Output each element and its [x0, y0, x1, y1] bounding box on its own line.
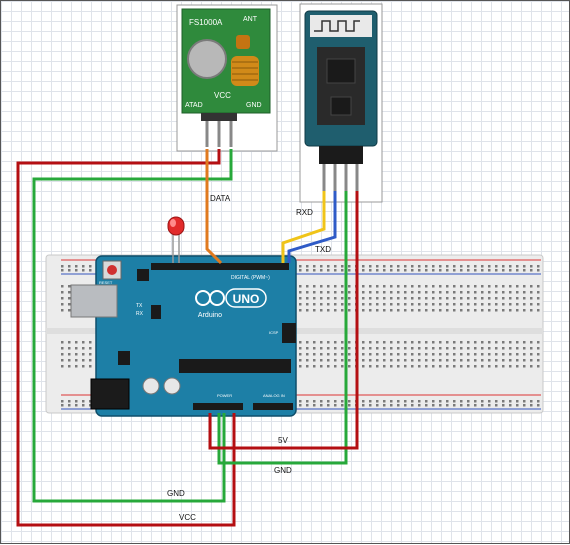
power-header-label: POWER: [217, 393, 232, 398]
rxd-wire: [281, 191, 326, 263]
rf-gnd-label: GND: [246, 102, 262, 109]
txd-wire: [287, 191, 337, 263]
atmega-chip: [179, 359, 291, 373]
rxd-wire-label: RXD: [296, 208, 313, 217]
analog-header-label: ANALOG IN: [263, 393, 285, 398]
gnd-wire-label-right: GND: [274, 466, 292, 475]
red-led: [167, 216, 185, 263]
arduino-uno-board: RESET DIGITAL (PWM~) ICSP TX RX UNO Ardu…: [70, 255, 297, 417]
rf-transmitter-module: FS1000A ANT VCC ATAD GND: [176, 4, 278, 152]
data-wire: [205, 149, 223, 265]
digital-header-label: DIGITAL (PWM~): [231, 275, 270, 281]
5v-wire-label: 5V: [278, 436, 288, 445]
rf-vcc-label: VCC: [214, 91, 231, 100]
rf-ant-label: ANT: [243, 16, 258, 23]
gnd-wire-label-bottom: GND: [167, 489, 185, 498]
reset-label: RESET: [99, 280, 113, 285]
gnd-wire-bt: [217, 191, 348, 465]
rx-label: RX: [136, 311, 144, 317]
data-wire-label: DATA: [210, 194, 231, 203]
vcc-wire-rf: [16, 149, 236, 527]
wires: [16, 149, 359, 527]
bluetooth-module: [299, 3, 383, 203]
arduino-brand-text: Arduino: [198, 312, 222, 319]
reset-button: [107, 265, 117, 275]
tx-label: TX: [136, 303, 143, 309]
rf-atad-label: ATAD: [185, 102, 203, 109]
txd-wire-label: TXD: [315, 245, 331, 254]
breadboard-holes: [61, 265, 540, 407]
gnd-wire-rf: [32, 149, 233, 503]
icsp-label: ICSP: [269, 330, 279, 335]
rf-coil: [231, 35, 259, 86]
arduino-logo: UNO Arduino: [195, 288, 267, 319]
uno-logo-text: UNO: [233, 292, 260, 306]
rf-chip-label: FS1000A: [189, 18, 223, 27]
5v-wire-bt: [208, 191, 359, 450]
bt-antenna: [310, 15, 372, 37]
rf-crystal: [187, 39, 227, 79]
vcc-wire-label-bottom: VCC: [179, 513, 196, 522]
